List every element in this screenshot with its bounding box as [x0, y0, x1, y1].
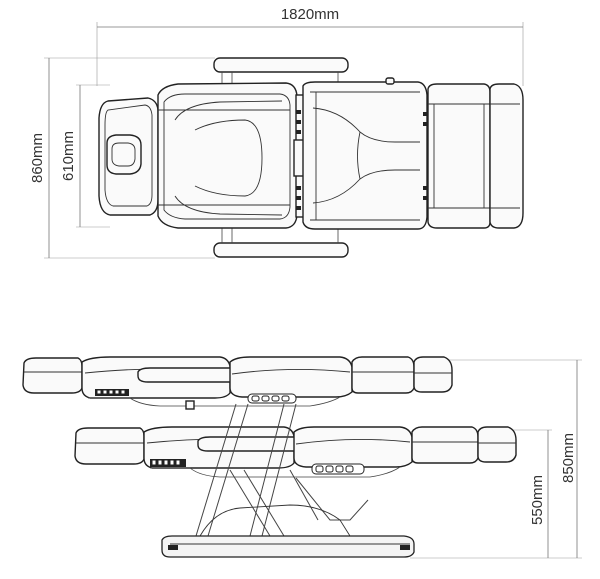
lowered-control-panel-right — [311, 463, 365, 475]
top-armrest-upper — [213, 57, 349, 86]
top-seat — [302, 77, 428, 230]
top-backrest — [157, 82, 298, 229]
top-footrest — [489, 83, 524, 229]
side-view: 850mm 550mm — [22, 356, 582, 559]
top-view: 1820mm 860mm 610mm — [29, 6, 524, 259]
width-dimension-label: 860mm — [29, 133, 46, 183]
length-dimension-label: 1820mm — [281, 6, 339, 23]
max-height-dimension: 850mm — [410, 359, 582, 559]
min-height-dimension-label: 550mm — [529, 475, 546, 525]
min-height-dimension: 550mm — [510, 429, 552, 558]
lift-mechanism — [195, 403, 369, 537]
raised-chair — [22, 356, 453, 410]
lowered-control-panel-left — [150, 459, 186, 467]
length-dimension: 1820mm — [96, 6, 524, 86]
top-armrest-lower — [213, 228, 349, 258]
top-legrest — [427, 83, 491, 229]
chair-base — [161, 535, 415, 558]
raised-control-panel-left — [95, 389, 129, 396]
lowered-chair — [74, 426, 517, 478]
top-headrest — [98, 97, 159, 216]
raised-control-panel-right — [247, 393, 297, 404]
max-height-dimension-label: 850mm — [560, 433, 577, 483]
width-dimension: 860mm — [29, 57, 215, 259]
seat-width-dimension-label: 610mm — [60, 131, 77, 181]
seat-width-dimension: 610mm — [60, 84, 110, 228]
